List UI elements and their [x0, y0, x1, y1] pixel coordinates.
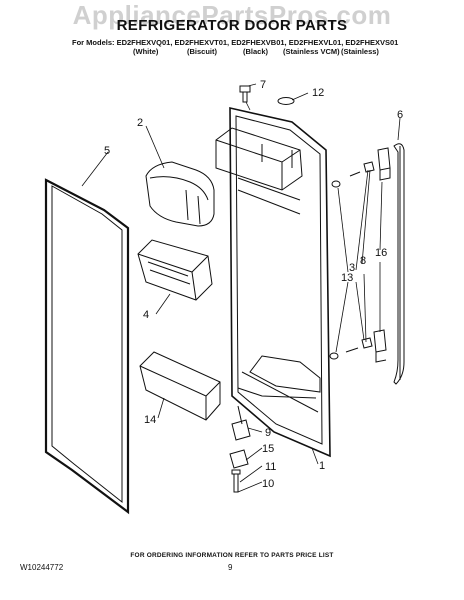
finish-biscuit: (Biscuit) — [187, 47, 217, 56]
door-handle — [393, 143, 405, 385]
washer-upper — [331, 180, 341, 188]
handle-mount-lower — [373, 329, 387, 363]
callout-15: 15 — [262, 443, 274, 455]
callout-9: 9 — [265, 427, 271, 439]
ordering-note: FOR ORDERING INFORMATION REFER TO PARTS … — [130, 552, 334, 559]
finish-stainless: (Stainless) — [341, 47, 379, 56]
hole-plug — [277, 97, 295, 105]
callout-12: 12 — [312, 87, 324, 99]
finish-stainless-vcm: (Stainless VCM) — [283, 47, 340, 56]
door-assembly — [215, 106, 331, 458]
bottom-hinge-bushing — [231, 405, 251, 441]
stop-screw — [231, 469, 241, 493]
door-bin-upper — [137, 239, 213, 301]
callout-16: 16 — [375, 247, 387, 259]
callout-7: 7 — [260, 79, 266, 91]
callout-1: 1 — [319, 460, 325, 472]
callout-labels: 7 12 2 6 5 13 3 8 16 4 14 9 15 11 10 1 — [104, 79, 403, 490]
page-title: REFRIGERATOR DOOR PARTS — [116, 17, 348, 34]
handle-screw-lower — [345, 337, 373, 353]
callout-6: 6 — [397, 109, 403, 121]
door-gasket — [44, 178, 130, 515]
finish-white: (White) — [133, 47, 159, 56]
callout-4: 4 — [143, 309, 149, 321]
callout-14: 14 — [144, 414, 156, 426]
dairy-door — [145, 161, 215, 227]
callout-2: 2 — [137, 117, 143, 129]
callout-5: 5 — [104, 145, 110, 157]
watermark-text: AppliancePartsPros.com — [72, 0, 392, 30]
washer-lower — [329, 352, 339, 360]
callout-13: 13 — [341, 272, 353, 284]
finish-black: (Black) — [243, 47, 269, 56]
page-number: 9 — [228, 563, 233, 572]
models-line: For Models: ED2FHEXVQ01, ED2FHEXVT01, ED… — [72, 38, 399, 47]
callout-10: 10 — [262, 478, 274, 490]
door-bin-lower — [139, 351, 221, 421]
handle-screw-upper — [349, 161, 375, 177]
callout-8: 8 — [360, 255, 366, 267]
leader-lines — [81, 83, 401, 493]
callout-11: 11 — [265, 461, 276, 473]
callout-3: 3 — [349, 262, 355, 274]
hinge-screw — [239, 85, 251, 103]
cam-riser — [229, 449, 249, 469]
handle-mount-upper — [377, 147, 391, 181]
document-number: W10244772 — [20, 563, 64, 572]
